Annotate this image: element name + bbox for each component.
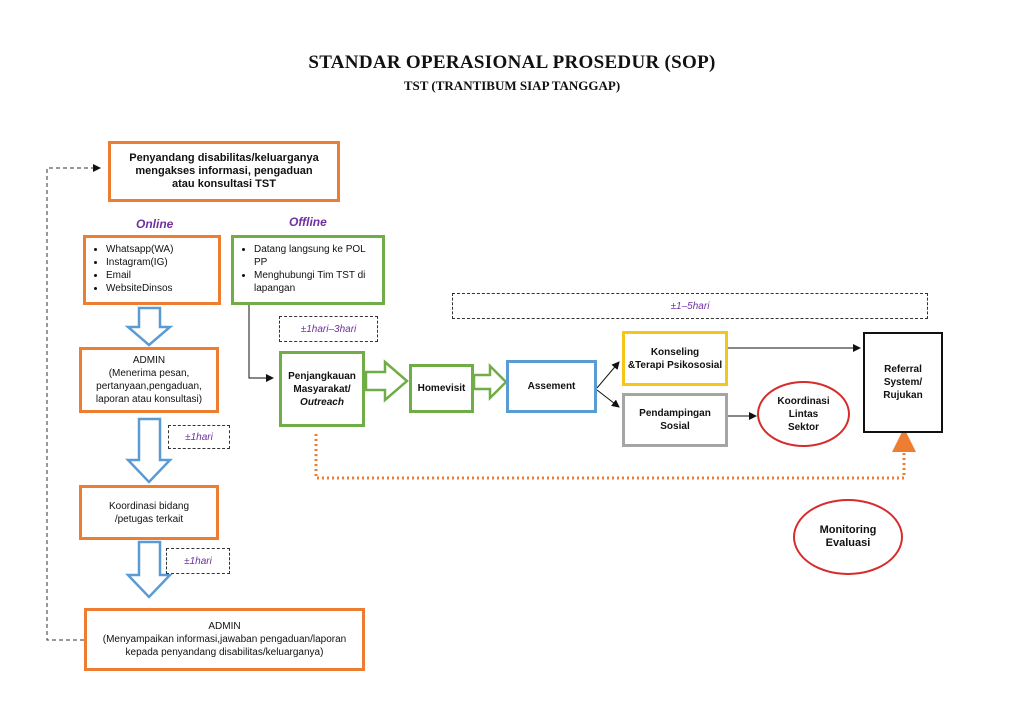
admin-receive-text: (Menerima pesan, pertanyaan,pengaduan, l…	[95, 368, 203, 405]
feedback-loop-line	[46, 164, 101, 641]
monitoring-dotted-line	[314, 428, 916, 480]
assement-text: Assement	[527, 381, 576, 392]
konseling-line1: Konseling	[650, 346, 700, 358]
monitoring-ellipse: Monitoring Evaluasi	[793, 499, 903, 575]
pendampingan-box: Pendampingan Sosial	[622, 393, 728, 447]
penjangkauan-line2: Masyarakat/	[293, 383, 351, 395]
page-title: STANDAR OPERASIONAL PROSEDUR (SOP)	[308, 52, 716, 73]
online-channel-item: Instagram(IG)	[106, 256, 214, 269]
penjangkauan-line1: Penjangkauan	[288, 370, 356, 382]
down-arrow-3	[125, 540, 173, 599]
assement-to-konseling-line	[596, 361, 620, 389]
homevisit-box: Homevisit	[409, 364, 474, 413]
time-label-4: ±1–5hari	[452, 293, 928, 319]
homevisit-text: Homevisit	[417, 383, 466, 394]
offline-to-outreach-line	[248, 305, 274, 382]
koordinasi-bidang-text: Koordinasi bidang /petugas terkait	[108, 500, 190, 525]
online-label: Online	[136, 217, 174, 231]
admin-reply-box: ADMIN (Menyampaikan informasi,jawaban pe…	[84, 608, 365, 671]
assement-to-pendampingan-line	[596, 389, 620, 408]
admin-receive-title: ADMIN	[132, 355, 166, 366]
offline-label: Offline	[289, 215, 327, 229]
referral-box: Referral System/ Rujukan	[863, 332, 943, 433]
time-label-1: ±1hari	[168, 425, 230, 449]
referral-line2: System/	[883, 377, 923, 388]
online-channel-item: Email	[106, 269, 214, 282]
koordinasi-lintas-ellipse: Koordinasi Lintas Sektor	[757, 381, 850, 447]
referral-line3: Rujukan	[883, 390, 923, 401]
start-box-line2: mengakses informasi, pengaduan	[135, 165, 313, 177]
online-channel-item: WebsiteDinsos	[106, 282, 214, 295]
start-box-line1: Penyandang disabilitas/keluarganya	[129, 152, 319, 164]
online-channel-item: Whatsapp(WA)	[106, 243, 214, 256]
offline-channels-box: Datang langsung ke POL PP Menghubungi Ti…	[231, 235, 385, 305]
online-channels-list: Whatsapp(WA) Instagram(IG) Email Website…	[92, 243, 214, 295]
admin-receive-box: ADMIN (Menerima pesan, pertanyaan,pengad…	[79, 347, 219, 413]
time-label-2: ±1hari	[166, 548, 230, 574]
down-arrow-1	[124, 306, 174, 347]
penjangkauan-line3: Outreach	[300, 396, 344, 408]
koordinasi-bidang-box: Koordinasi bidang /petugas terkait	[79, 485, 219, 540]
right-arrow-homevisit-assement	[472, 362, 508, 402]
offline-channels-list: Datang langsung ke POL PP Menghubungi Ti…	[240, 243, 378, 295]
monitoring-line1: Monitoring	[819, 524, 877, 536]
referral-line1: Referral	[884, 364, 922, 375]
assement-box: Assement	[506, 360, 597, 413]
pendampingan-line2: Sosial	[660, 421, 690, 432]
admin-reply-line2: kepada penyandang disabilitas/keluargany…	[125, 647, 324, 658]
koordinasi-lintas-line2: Lintas	[788, 408, 819, 420]
online-channels-box: Whatsapp(WA) Instagram(IG) Email Website…	[83, 235, 221, 305]
konseling-box: Konseling &Terapi Psikososial	[622, 331, 728, 386]
koordinasi-lintas-line1: Koordinasi	[777, 395, 830, 407]
monitoring-line2: Evaluasi	[825, 537, 871, 549]
offline-channel-item: Datang langsung ke POL PP	[254, 243, 378, 269]
start-box: Penyandang disabilitas/keluarganya menga…	[108, 141, 340, 202]
koordinasi-lintas-line3: Sektor	[787, 421, 820, 433]
start-box-line3: atau konsultasi TST	[172, 178, 276, 190]
admin-reply-line1: (Menyampaikan informasi,jawaban pengadua…	[102, 634, 347, 645]
offline-channel-item: Menghubungi Tim TST di lapangan	[254, 269, 378, 295]
right-arrow-outreach-homevisit	[364, 359, 409, 403]
pendampingan-line1: Pendampingan	[639, 408, 711, 419]
down-arrow-2	[125, 417, 173, 484]
penjangkauan-box: Penjangkauan Masyarakat/ Outreach	[279, 351, 365, 427]
konseling-line2: &Terapi Psikososial	[627, 359, 723, 371]
admin-reply-title: ADMIN	[208, 621, 241, 632]
time-label-3: ±1hari–3hari	[279, 316, 378, 342]
page-subtitle: TST (TRANTIBUM SIAP TANGGAP)	[403, 78, 621, 93]
